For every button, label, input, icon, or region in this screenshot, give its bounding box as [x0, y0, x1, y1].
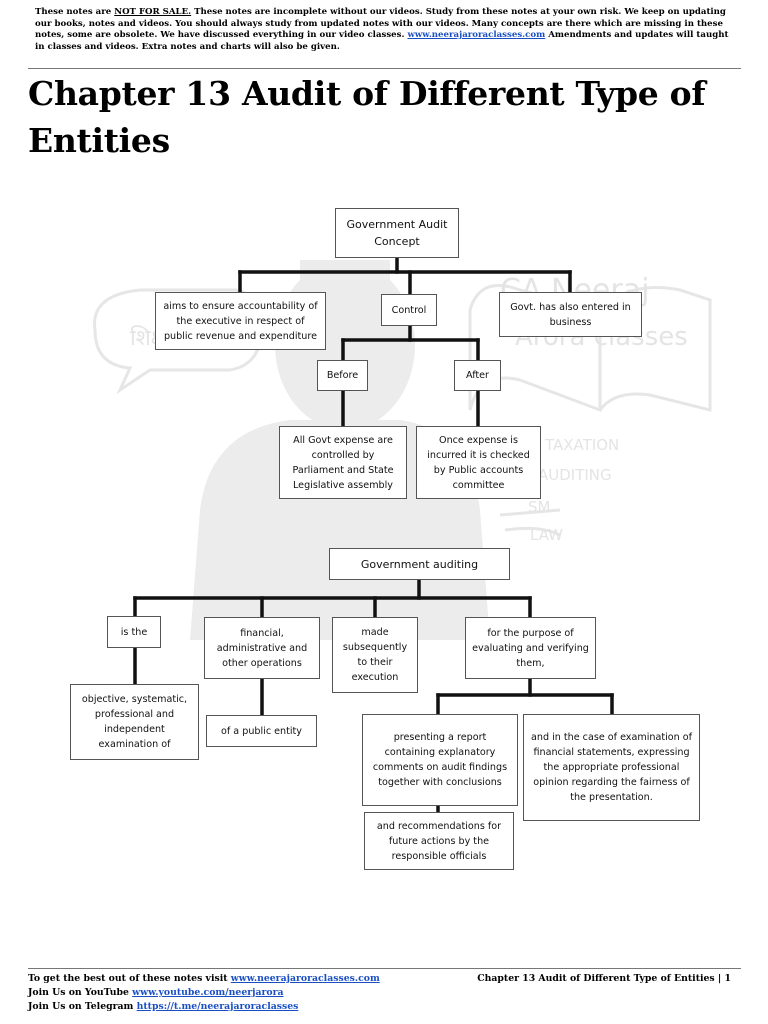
node-government-auditing: Government auditing: [329, 548, 510, 580]
watermark-subject-4: LAW: [530, 526, 563, 544]
footer-telegram-text: Join Us on Telegram: [28, 1001, 137, 1012]
page-title: Chapter 13 Audit of Different Type of En…: [28, 74, 706, 160]
watermark-subject-3: SM: [528, 498, 550, 516]
header-divider: [28, 68, 741, 69]
node-before-detail: All Govt expense are controlled by Parli…: [279, 426, 407, 499]
node-before: Before: [317, 360, 368, 391]
flowchart-area: CA Neeraj Arora classes शिक्षा सही ! TAX…: [0, 180, 768, 900]
footer-telegram-link[interactable]: https://t.me/neerajaroraclasses: [136, 1001, 299, 1012]
footer-website-link[interactable]: www.neerajaroraclasses.com: [230, 973, 380, 984]
footer-website-text: To get the best out of these notes visit: [28, 973, 231, 984]
node-presenting-report: presenting a report containing explanato…: [362, 714, 518, 806]
node-financial-statements: and in the case of examination of financ…: [523, 714, 700, 821]
node-after: After: [454, 360, 501, 391]
node-after-detail: Once expense is incurred it is checked b…: [416, 426, 541, 499]
node-govt-business: Govt. has also entered in business: [499, 292, 642, 337]
notice-text-3: Amendments and updates will taught in cl…: [35, 30, 729, 52]
node-made-subsequently: made subsequently to their execution: [332, 617, 418, 693]
watermark-subject-1: TAXATION: [544, 436, 619, 454]
page-footer: To get the best out of these notes visit…: [28, 972, 741, 1014]
footer-youtube-text: Join Us on YouTube: [28, 987, 133, 998]
disclaimer-notice: These notes are NOT FOR SALE. These note…: [35, 7, 740, 53]
node-public-entity: of a public entity: [206, 715, 317, 747]
node-control: Control: [381, 294, 437, 326]
node-operations: financial, administrative and other oper…: [204, 617, 320, 679]
node-objective-examination: objective, systematic, professional and …: [70, 684, 199, 760]
website-link[interactable]: www.neerajaroraclasses.com: [407, 30, 546, 40]
node-government-audit-concept: Government Audit Concept: [335, 208, 459, 258]
notice-text-2: These notes are incomplete without our v…: [35, 7, 726, 40]
footer-line-youtube: Join Us on YouTube www.youtube.com/neerj…: [28, 986, 741, 1000]
footer-divider: [28, 968, 741, 969]
node-purpose: for the purpose of evaluating and verify…: [465, 617, 596, 679]
footer-line-telegram: Join Us on Telegram https://t.me/neeraja…: [28, 1000, 741, 1014]
notice-text-1: These notes are: [35, 7, 115, 17]
watermark-subject-2: AUDITING: [538, 466, 612, 484]
node-is-the: is the: [107, 616, 161, 648]
not-for-sale-label: NOT FOR SALE.: [114, 7, 192, 17]
node-accountability: aims to ensure accountability of the exe…: [155, 292, 326, 350]
node-recommendations: and recommendations for future actions b…: [364, 812, 514, 870]
footer-line-website: To get the best out of these notes visit…: [28, 972, 741, 986]
footer-page-label: Chapter 13 Audit of Different Type of En…: [477, 973, 731, 984]
connector-lines: [133, 256, 614, 814]
footer-youtube-link[interactable]: www.youtube.com/neerjarora: [132, 987, 284, 998]
